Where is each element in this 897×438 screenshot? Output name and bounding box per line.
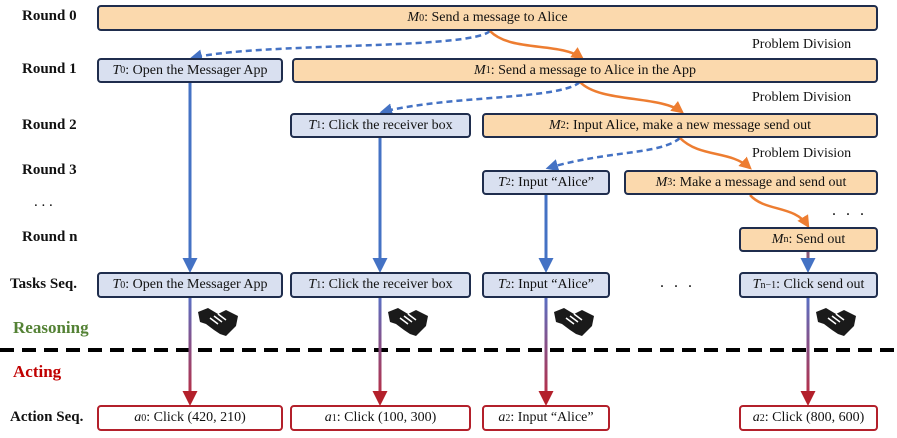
orange-arrow-m3-mn <box>749 194 810 229</box>
dashed-arrow-m0-t0 <box>189 29 491 62</box>
row-label-round-n: Round n <box>22 229 78 245</box>
dashed-arrow-m2-t2 <box>545 137 681 172</box>
row-label-round-3: Round 3 <box>22 162 77 178</box>
handshake-icon <box>816 308 856 336</box>
row-label-ellipsis: . . . <box>34 194 53 210</box>
problem-division-label-2: Problem Division <box>752 90 852 105</box>
problem-division-label-1: Problem Division <box>752 37 852 52</box>
dashed-arrow-m1-t1 <box>379 80 581 116</box>
row-label-round-2: Round 2 <box>22 117 77 133</box>
row-label-round-1: Round 1 <box>22 61 77 77</box>
section-label-reasoning: Reasoning <box>13 318 89 337</box>
orange-arrow-m1-m2 <box>579 81 684 114</box>
handshake-icon <box>198 308 238 336</box>
row-label-round-0: Round 0 <box>22 8 77 24</box>
problem-division-label-3: Problem Division <box>752 146 852 161</box>
row-label-tasks-seq: Tasks Seq. <box>10 276 77 292</box>
row-label-action-seq: Action Seq. <box>10 409 84 425</box>
section-label-acting: Acting <box>13 362 62 381</box>
round-ellipsis-right: . . . <box>832 202 867 219</box>
handshake-icon <box>554 308 594 336</box>
orange-arrow-m2-m3 <box>679 137 752 170</box>
task-seq-ellipsis: . . . <box>660 274 695 291</box>
orange-arrow-m0-m1 <box>489 30 585 60</box>
handshake-icon <box>388 308 428 336</box>
